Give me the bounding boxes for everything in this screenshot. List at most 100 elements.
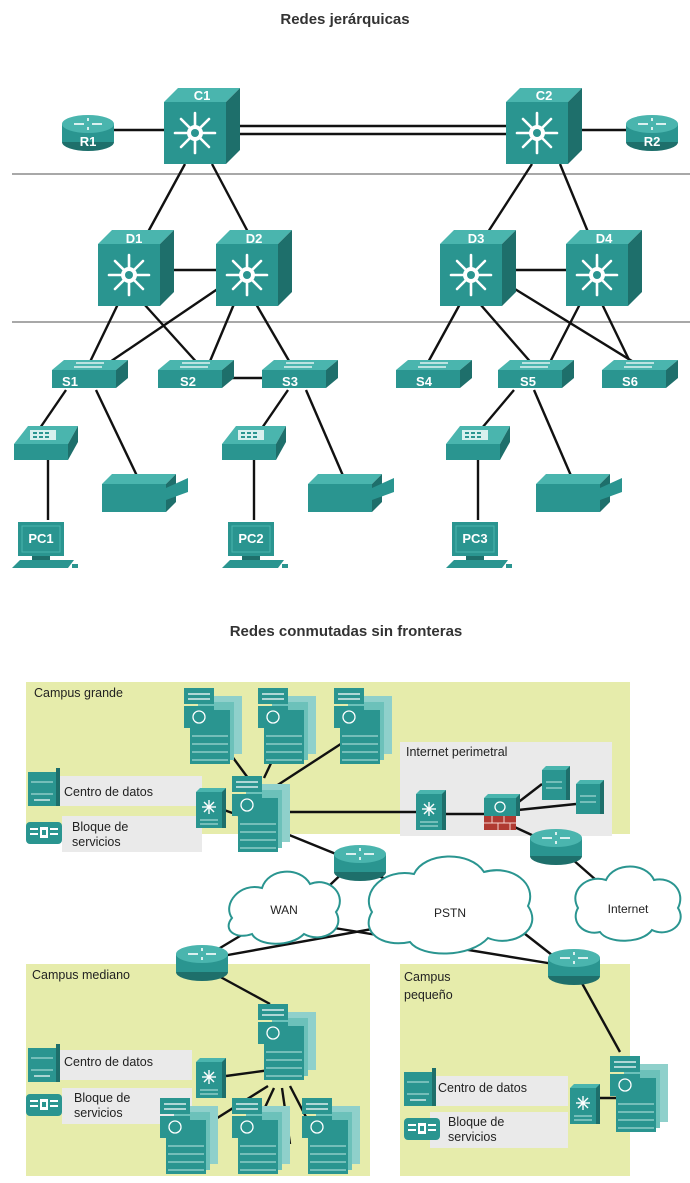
multilayer-switch-icon bbox=[415, 789, 447, 831]
router-icon bbox=[333, 844, 387, 882]
hierarchical-title: Redes jerárquicas bbox=[280, 11, 409, 28]
campus-switch-cluster-icon bbox=[159, 1097, 219, 1175]
pc-PC1: PC1 bbox=[11, 521, 79, 569]
campus-switch-cluster-icon bbox=[609, 1055, 669, 1133]
services-block-icon bbox=[26, 822, 62, 844]
svg-text:D3: D3 bbox=[468, 231, 485, 246]
wan-label: WAN bbox=[270, 903, 298, 917]
campus-pequeno-label-2: pequeño bbox=[404, 988, 453, 1002]
svg-text:S5: S5 bbox=[520, 374, 536, 389]
bloque-label-grande-2: servicios bbox=[72, 835, 121, 849]
centro-datos-label-grande: Centro de datos bbox=[64, 785, 153, 799]
internet-label: Internet bbox=[608, 902, 649, 916]
multilayer-switch-icon bbox=[569, 1083, 601, 1125]
svg-text:S3: S3 bbox=[282, 374, 298, 389]
svg-text:D1: D1 bbox=[126, 231, 143, 246]
distribution-switch-D4: D4 bbox=[564, 228, 644, 308]
bloque-label-mediano-1: Bloque de bbox=[74, 1091, 130, 1105]
internet-cloud: Internet bbox=[574, 865, 682, 942]
bloque-servicios-box-grande bbox=[62, 816, 202, 852]
svg-text:C1: C1 bbox=[194, 88, 211, 103]
svg-text:PC1: PC1 bbox=[28, 531, 53, 546]
internet-perimetral-label: Internet perimetral bbox=[406, 745, 507, 759]
router-R2: R2 bbox=[625, 114, 679, 152]
distribution-switch-D3: D3 bbox=[438, 228, 518, 308]
pstn-label: PSTN bbox=[434, 906, 466, 920]
svg-text:S2: S2 bbox=[180, 374, 196, 389]
core-switch-C1: C1 bbox=[162, 86, 242, 166]
pc-PC3: PC3 bbox=[445, 521, 513, 569]
svg-text:D4: D4 bbox=[596, 231, 613, 246]
svg-text:D2: D2 bbox=[246, 231, 263, 246]
ip-phone-icon bbox=[222, 426, 286, 460]
campus-grande-label: Campus grande bbox=[34, 686, 123, 700]
workgroup-switch-icon bbox=[157, 359, 235, 389]
data-center-icon bbox=[27, 1043, 61, 1083]
campus-pequeno-label-1: Campus bbox=[404, 970, 451, 984]
printer-icon bbox=[102, 474, 188, 512]
workgroup-switch-icon bbox=[497, 359, 575, 389]
workgroup-switch-icon bbox=[601, 359, 679, 389]
bloque-label-pequeno-1: Bloque de bbox=[448, 1115, 504, 1129]
svg-text:PC2: PC2 bbox=[238, 531, 263, 546]
wan-cloud: WAN bbox=[227, 870, 341, 945]
borderless-title: Redes conmutadas sin fronteras bbox=[230, 623, 463, 640]
pc-PC2: PC2 bbox=[221, 521, 289, 569]
centro-datos-label-mediano: Centro de datos bbox=[64, 1055, 153, 1069]
svg-text:S1: S1 bbox=[62, 374, 78, 389]
campus-switch-cluster-icon bbox=[183, 687, 243, 765]
campus-switch-cluster-icon bbox=[333, 687, 393, 765]
core-links bbox=[110, 124, 628, 233]
svg-text:PC3: PC3 bbox=[462, 531, 487, 546]
access-switch-S1: S1 bbox=[51, 359, 129, 389]
access-switch-S3: S3 bbox=[261, 359, 339, 389]
distribution-switch-D1: D1 bbox=[96, 228, 176, 308]
access-switch-S2: S2 bbox=[157, 359, 235, 389]
centro-datos-box-grande bbox=[60, 776, 202, 806]
core-switch-C2: C2 bbox=[504, 86, 584, 166]
centro-datos-label-pequeno: Centro de datos bbox=[438, 1081, 527, 1095]
campus-switch-cluster-icon bbox=[231, 1097, 291, 1175]
campus-mediano-label: Campus mediano bbox=[32, 968, 130, 982]
router-icon bbox=[547, 948, 601, 986]
campus-switch-cluster-icon bbox=[257, 687, 317, 765]
bloque-label-grande-1: Bloque de bbox=[72, 820, 128, 834]
services-block-icon bbox=[404, 1118, 440, 1140]
access-switch-S4: S4 bbox=[395, 359, 473, 389]
bloque-label-pequeno-2: servicios bbox=[448, 1130, 497, 1144]
multilayer-switch-icon bbox=[195, 787, 227, 829]
server-icon bbox=[575, 779, 605, 815]
centro-datos-box-pequeno bbox=[434, 1076, 568, 1106]
svg-text:S6: S6 bbox=[622, 374, 638, 389]
bloque-label-mediano-2: servicios bbox=[74, 1106, 123, 1120]
ip-phone-icon bbox=[14, 426, 78, 460]
workgroup-switch-icon bbox=[261, 359, 339, 389]
svg-text:C2: C2 bbox=[536, 88, 553, 103]
core-switch-cluster-icon bbox=[257, 1003, 317, 1081]
centro-datos-box-mediano-bg bbox=[60, 1050, 192, 1080]
svg-text:R2: R2 bbox=[644, 134, 661, 149]
access-links bbox=[39, 376, 574, 520]
multilayer-switch-icon bbox=[195, 1057, 227, 1099]
router-R1: R1 bbox=[61, 114, 115, 152]
data-center-icon bbox=[403, 1067, 437, 1107]
bloque-servicios-box-pequeno bbox=[430, 1112, 568, 1148]
campus-switch-cluster-icon bbox=[301, 1097, 361, 1175]
svg-text:S4: S4 bbox=[416, 374, 433, 389]
workgroup-switch-icon bbox=[395, 359, 473, 389]
router-icon bbox=[175, 944, 229, 982]
printer-icon bbox=[308, 474, 394, 512]
core-switch-cluster-icon bbox=[231, 775, 291, 853]
ip-phone-icon bbox=[446, 426, 510, 460]
printer-icon bbox=[536, 474, 622, 512]
firewall-router-icon bbox=[483, 793, 521, 831]
pstn-cloud: PSTN bbox=[367, 855, 534, 955]
data-center-icon bbox=[27, 767, 61, 807]
distribution-switch-D2: D2 bbox=[214, 228, 294, 308]
centro-datos-box-mediano bbox=[60, 646, 61, 647]
router-icon bbox=[529, 828, 583, 866]
distribution-links bbox=[86, 268, 641, 368]
services-block-icon bbox=[26, 1094, 62, 1116]
